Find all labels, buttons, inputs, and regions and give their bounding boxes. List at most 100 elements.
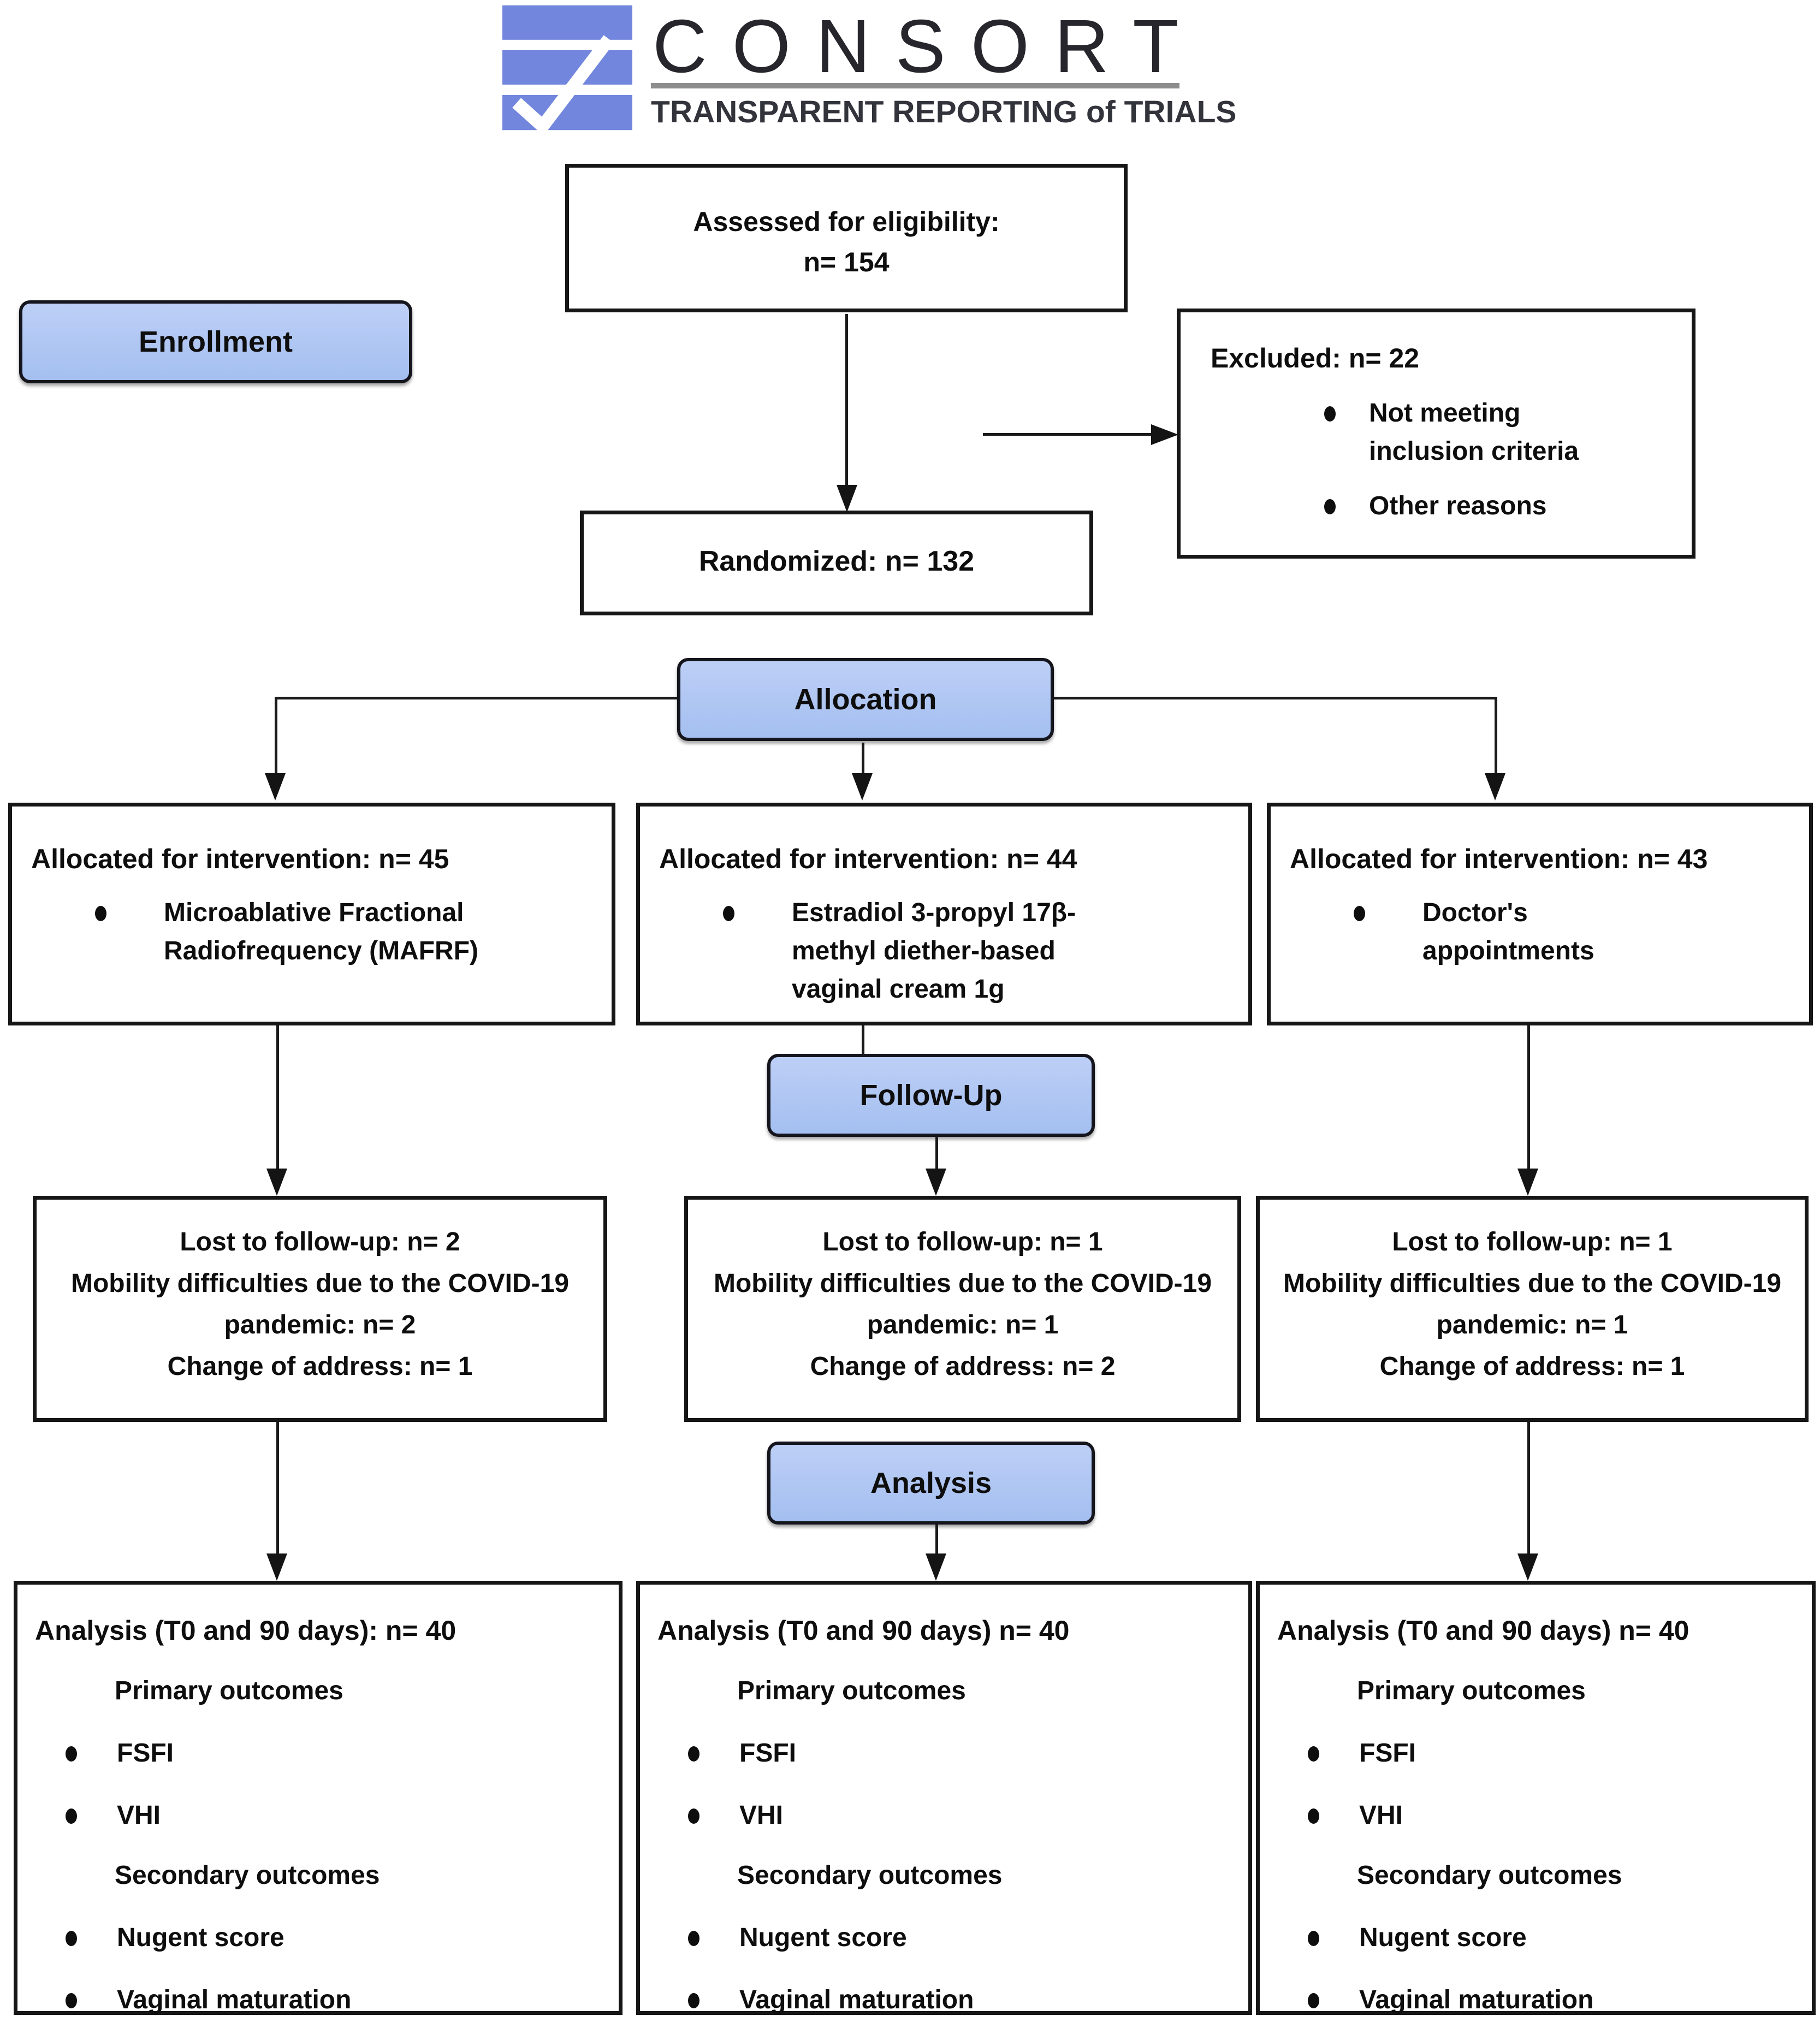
mobility-line: Mobility difficulties due to the COVID-1… xyxy=(70,1269,570,1339)
excluded-bullet: Not meeting inclusion criteria xyxy=(1309,394,1631,471)
primary-outcomes-label: Primary outcomes xyxy=(1357,1676,1586,1705)
analysis-box-estradiol: Analysis (T0 and 90 days) n= 40 Primary … xyxy=(636,1581,1252,2015)
mobility-line: Mobility difficulties due to the COVID-1… xyxy=(1283,1269,1782,1339)
arrowhead-followup-mid xyxy=(926,1169,946,1196)
allocated-bullet-list: Estradiol 3-propyl 17β-methyl diether-ba… xyxy=(640,894,1248,1009)
outcome-item: Vaginal maturation xyxy=(17,1981,619,2019)
connector-followup-analysis-left xyxy=(276,1422,279,1555)
outcome-item: FSFI xyxy=(640,1734,1248,1772)
lost-line: Lost to follow-up: n= 1 xyxy=(1392,1228,1673,1256)
analysis-box-doctors: Analysis (T0 and 90 days) n= 40 Primary … xyxy=(1256,1581,1816,2015)
lost-line: Lost to follow-up: n= 1 xyxy=(822,1228,1103,1256)
arrowhead-alloc-right xyxy=(1485,773,1505,800)
analysis-box-mafrf: Analysis (T0 and 90 days): n= 40 Primary… xyxy=(14,1581,623,2015)
arrowhead-followup-left xyxy=(266,1169,287,1196)
analysis-title: Analysis (T0 and 90 days) n= 40 xyxy=(1277,1615,1689,1646)
secondary-outcomes-label: Secondary outcomes xyxy=(737,1861,1003,1890)
arrowhead-analysis-mid xyxy=(926,1553,946,1581)
outcome-item: Nugent score xyxy=(640,1919,1248,1957)
logo-divider xyxy=(651,83,1179,88)
arrowhead-analysis-right xyxy=(1517,1553,1538,1581)
allocated-box-doctors: Allocated for intervention: n= 43 Doctor… xyxy=(1267,803,1813,1025)
primary-outcomes-label: Primary outcomes xyxy=(737,1676,966,1705)
followup-label: Follow-Up xyxy=(859,1079,1003,1112)
address-line: Change of address: n= 1 xyxy=(167,1352,473,1381)
followup-box-doctors: Lost to follow-up: n= 1 Mobility difficu… xyxy=(1256,1196,1809,1422)
arrowhead-followup-right xyxy=(1517,1169,1538,1196)
followup-text: Lost to follow-up: n= 1 Mobility difficu… xyxy=(688,1200,1237,1387)
arrowhead-analysis-left xyxy=(266,1553,287,1581)
address-line: Change of address: n= 2 xyxy=(810,1352,1116,1381)
connector-doctors-followup xyxy=(1527,1025,1530,1170)
connector-band-analysis-mid xyxy=(935,1525,938,1555)
connector-allocation-right xyxy=(1054,697,1496,699)
connector-estradiol-band xyxy=(862,1025,864,1055)
connector-drop-center xyxy=(862,743,864,774)
outcome-item: Nugent score xyxy=(17,1919,619,1957)
connector-drop-right xyxy=(1495,697,1497,774)
arrowhead-alloc-center xyxy=(852,773,873,800)
primary-outcomes-label: Primary outcomes xyxy=(115,1676,343,1705)
allocation-label: Allocation xyxy=(794,683,937,716)
followup-box-estradiol: Lost to follow-up: n= 1 Mobility difficu… xyxy=(684,1196,1241,1422)
analysis-title: Analysis (T0 and 90 days) n= 40 xyxy=(657,1615,1070,1646)
allocated-bullet: Doctor's appointments xyxy=(1271,894,1608,970)
excluded-title: Excluded: n= 22 xyxy=(1211,343,1420,373)
connector-drop-left xyxy=(275,697,277,774)
outcome-item: VHI xyxy=(640,1796,1248,1835)
eligibility-box: Assessed for eligibility: n= 154 xyxy=(565,164,1128,312)
connector-band-followup-mid xyxy=(935,1137,938,1170)
primary-outcome-list: FSFI VHI xyxy=(1260,1734,1812,1835)
arrowhead-randomized xyxy=(837,485,857,512)
consort-tagline: TRANSPARENT REPORTING of TRIALS xyxy=(651,94,1237,129)
address-line: Change of address: n= 1 xyxy=(1379,1352,1685,1381)
secondary-outcome-list: Nugent score Vaginal maturation xyxy=(640,1919,1248,2019)
enrollment-band: Enrollment xyxy=(19,300,412,383)
analysis-label: Analysis xyxy=(870,1467,992,1499)
allocated-bullet-list: Microablative Fractional Radiofrequency … xyxy=(12,894,612,970)
analysis-band: Analysis xyxy=(767,1442,1095,1525)
allocated-title: Allocated for intervention: n= 43 xyxy=(1290,844,1708,874)
excluded-bullet-list: Not meeting inclusion criteria Other rea… xyxy=(1309,394,1692,525)
arrowhead-excluded xyxy=(1151,424,1178,445)
allocation-band: Allocation xyxy=(677,658,1054,741)
connector-followup-analysis-right xyxy=(1527,1422,1530,1555)
outcome-item: FSFI xyxy=(1260,1734,1812,1772)
primary-outcome-list: FSFI VHI xyxy=(17,1734,619,1835)
eligibility-line1: Assessed for eligibility: xyxy=(693,206,1000,237)
followup-box-mafrf: Lost to follow-up: n= 2 Mobility difficu… xyxy=(33,1196,607,1422)
allocated-box-mafrf: Allocated for intervention: n= 45 Microa… xyxy=(8,803,615,1025)
allocated-bullet: Microablative Fractional Radiofrequency … xyxy=(12,894,535,970)
allocated-title: Allocated for intervention: n= 45 xyxy=(31,844,449,874)
allocated-title: Allocated for intervention: n= 44 xyxy=(659,844,1077,874)
consort-logo-icon xyxy=(502,5,632,131)
allocated-bullet: Estradiol 3-propyl 17β-methyl diether-ba… xyxy=(640,894,1141,1009)
secondary-outcomes-label: Secondary outcomes xyxy=(115,1861,380,1890)
outcome-item: VHI xyxy=(17,1796,619,1835)
lost-line: Lost to follow-up: n= 2 xyxy=(180,1228,460,1256)
outcome-item: Nugent score xyxy=(1260,1919,1812,1957)
connector-mafrf-followup xyxy=(276,1025,279,1170)
enrollment-label: Enrollment xyxy=(138,325,293,358)
outcome-item: Vaginal maturation xyxy=(1260,1981,1812,2019)
excluded-bullet: Other reasons xyxy=(1309,487,1631,525)
connector-allocation-left xyxy=(275,697,677,699)
outcome-item: VHI xyxy=(1260,1796,1812,1835)
outcome-item: FSFI xyxy=(17,1734,619,1772)
mobility-line: Mobility difficulties due to the COVID-1… xyxy=(713,1269,1212,1339)
arrowhead-alloc-left xyxy=(265,773,286,800)
connector-assessed-randomized xyxy=(845,314,848,486)
secondary-outcome-list: Nugent score Vaginal maturation xyxy=(17,1919,619,2019)
secondary-outcomes-label: Secondary outcomes xyxy=(1357,1861,1622,1890)
followup-text: Lost to follow-up: n= 2 Mobility difficu… xyxy=(37,1200,603,1387)
primary-outcome-list: FSFI VHI xyxy=(640,1734,1248,1835)
followup-band: Follow-Up xyxy=(767,1054,1095,1137)
randomized-text: Randomized: n= 132 xyxy=(698,545,975,577)
secondary-outcome-list: Nugent score Vaginal maturation xyxy=(1260,1919,1812,2019)
randomized-box: Randomized: n= 132 xyxy=(580,511,1093,615)
allocated-bullet-list: Doctor's appointments xyxy=(1271,894,1809,970)
consort-wordmark: CONSORT xyxy=(653,4,1204,88)
analysis-title: Analysis (T0 and 90 days): n= 40 xyxy=(35,1615,457,1646)
allocated-box-estradiol: Allocated for intervention: n= 44 Estrad… xyxy=(636,803,1252,1025)
